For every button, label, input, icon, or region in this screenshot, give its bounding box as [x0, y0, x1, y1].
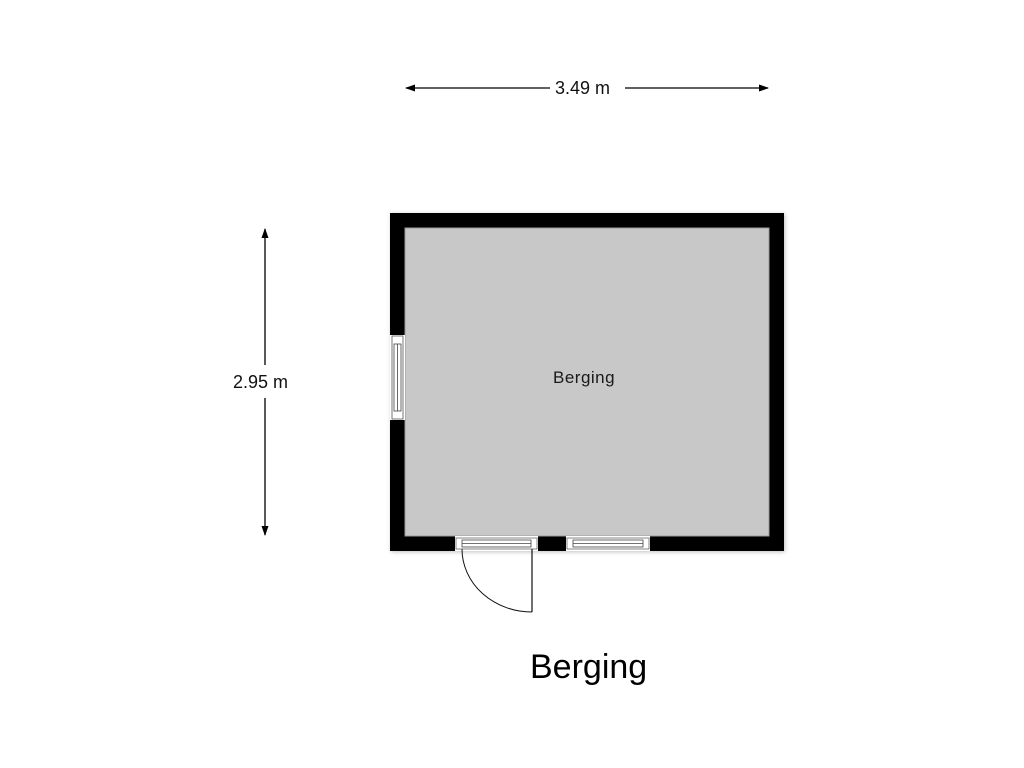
- height-dimension-label: 2.95 m: [233, 372, 289, 392]
- window-left: [390, 335, 405, 420]
- width-dimension-label: 3.49 m: [555, 78, 611, 98]
- window-bottom: [566, 536, 650, 551]
- room-label-berging: Berging: [553, 368, 616, 387]
- floorplan-title: Berging: [530, 648, 648, 686]
- door-bottom: [455, 536, 538, 613]
